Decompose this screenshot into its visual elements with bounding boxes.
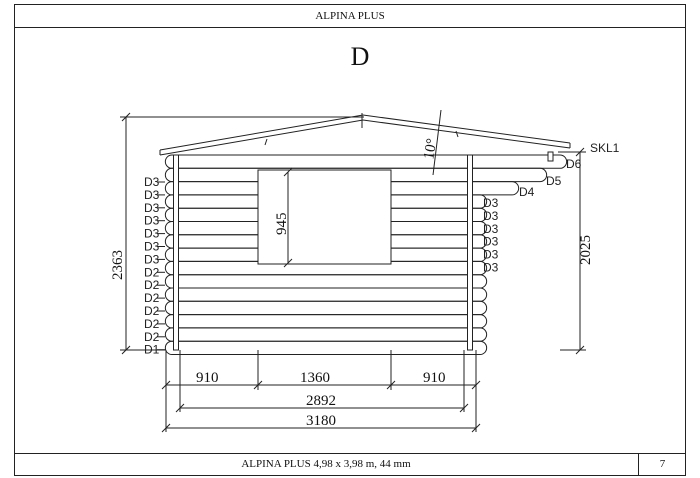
- log-label-left: D1: [144, 343, 160, 357]
- dim-seg-mid: 1360: [300, 370, 330, 386]
- dimension-tick: [575, 345, 585, 355]
- log-label-left: D3: [144, 188, 160, 202]
- dimension-tick: [471, 380, 481, 390]
- log-course: [164, 274, 488, 289]
- log-label-right: D3: [483, 235, 499, 249]
- dimension-tick: [575, 147, 585, 157]
- log-course: [164, 287, 488, 302]
- dimension-tick: [459, 403, 469, 413]
- log-label-left: D2: [144, 330, 160, 344]
- log-course: [164, 327, 488, 342]
- footer-page-divider: [638, 453, 639, 475]
- dimension-tick: [161, 380, 171, 390]
- dimension-tick: [121, 345, 131, 355]
- log-course: [164, 154, 568, 169]
- log-label-left: D3: [144, 240, 160, 254]
- dimension-tick: [283, 258, 293, 268]
- dimension-tick: [471, 423, 481, 433]
- log-course: [164, 300, 488, 316]
- roof-post: [547, 151, 554, 162]
- log-course: [164, 340, 488, 355]
- dimension-tick: [175, 403, 185, 413]
- log-label-left: D2: [144, 265, 160, 279]
- log-label-right: D3: [483, 248, 499, 262]
- log-label-right: D3: [483, 222, 499, 236]
- header-divider: [14, 27, 686, 28]
- log-label-left: D3: [144, 252, 160, 266]
- log-wall: [164, 154, 568, 355]
- sheet-frame: [14, 4, 686, 476]
- footer-divider: [14, 453, 686, 454]
- log-label-left: D2: [144, 304, 160, 318]
- log-label-left: D3: [144, 175, 160, 189]
- page-number: 7: [659, 458, 666, 470]
- log-label-left: D2: [144, 291, 160, 305]
- dim-wall-height: 2025: [578, 235, 594, 265]
- dim-total-height: 2363: [110, 250, 126, 280]
- footer-title: ALPINA PLUS 4,98 x 3,98 m, 44 mm: [241, 458, 411, 470]
- roof-angle: 10°: [421, 137, 440, 160]
- view-letter: D: [350, 42, 370, 71]
- dim-window-height: 945: [274, 213, 290, 236]
- log-label-left: D2: [144, 317, 160, 331]
- dimension-tick: [121, 112, 131, 122]
- log-label-right: D3: [483, 209, 499, 223]
- dim-seg-right: 910: [423, 370, 446, 386]
- wall-posts: [173, 151, 554, 351]
- log-course: [164, 314, 488, 329]
- window-opening: [257, 169, 392, 265]
- log-label-right: D3: [483, 261, 499, 275]
- label-d5: D5: [546, 174, 562, 188]
- label-skl1: SKL1: [590, 141, 620, 155]
- dimension-tick: [161, 423, 171, 433]
- log-label-right: D3: [483, 196, 499, 210]
- header-title: ALPINA PLUS: [315, 10, 385, 22]
- dim-inner-width: 2892: [306, 393, 336, 409]
- dim-seg-left: 910: [196, 370, 219, 386]
- angle-leader: [432, 109, 442, 176]
- log-label-left: D3: [144, 214, 160, 228]
- dim-total-width: 3180: [306, 413, 336, 429]
- label-d4: D4: [519, 185, 535, 199]
- log-label-left: D3: [144, 201, 160, 215]
- dimension-lines: [120, 116, 586, 432]
- wall-post: [467, 154, 473, 351]
- label-d6: D6: [566, 157, 582, 171]
- log-label-left: D2: [144, 278, 160, 292]
- dimension-tick: [283, 167, 293, 177]
- log-label-left: D3: [144, 227, 160, 241]
- dimension-ticks: [121, 112, 585, 433]
- roof: [159, 109, 571, 176]
- dimension-tick: [386, 380, 396, 390]
- wall-post: [173, 154, 179, 351]
- dimension-tick: [253, 380, 263, 390]
